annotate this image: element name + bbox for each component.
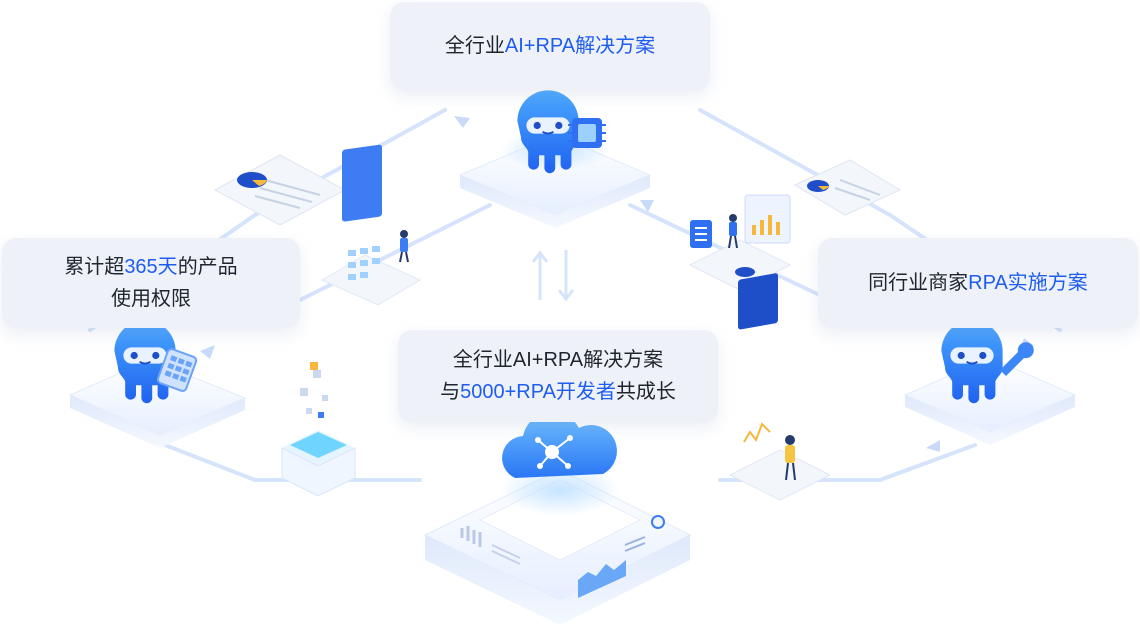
data-cube-illustration [281, 362, 356, 497]
left-card-line2: 使用权限 [111, 288, 191, 310]
top-card-prefix: 全行业 [444, 35, 505, 57]
left-card-line1-suffix: 的产品 [177, 256, 238, 278]
center-card-line1: 全行业AI+RPA解决方案 [452, 349, 664, 371]
right-card-prefix: 同行业商家 [868, 272, 969, 294]
center-card-line2-highlight: 5000+RPA开发者 [460, 381, 616, 403]
left-card-line1-highlight: 365天 [124, 256, 178, 278]
left-platform [68, 319, 247, 448]
label-card-center: 全行业AI+RPA解决方案 与5000+RPA开发者共成长 [398, 330, 718, 422]
presentation-chart-illustration [728, 273, 832, 501]
center-card-line2-suffix: 共成长 [615, 381, 676, 403]
right-card-highlight: RPA实施方案 [968, 272, 1088, 294]
document-pie-chart-illustration-2 [793, 159, 902, 216]
top-card-highlight: AI+RPA解决方案 [504, 35, 656, 57]
label-card-right: 同行业商家RPA实施方案 [818, 238, 1138, 328]
label-card-left: 累计超365天的产品 使用权限 [2, 238, 300, 328]
left-card-line1-prefix: 累计超 [64, 256, 125, 278]
document-pie-chart-illustration [213, 154, 347, 226]
center-card-line2-prefix: 与 [440, 381, 461, 403]
right-platform [903, 319, 1077, 445]
cloud-network-icon [502, 411, 617, 478]
calendar-board-illustration [320, 144, 422, 306]
server-platform [423, 464, 692, 625]
top-platform [458, 89, 652, 228]
label-card-top: 全行业AI+RPA解决方案 [390, 2, 710, 90]
